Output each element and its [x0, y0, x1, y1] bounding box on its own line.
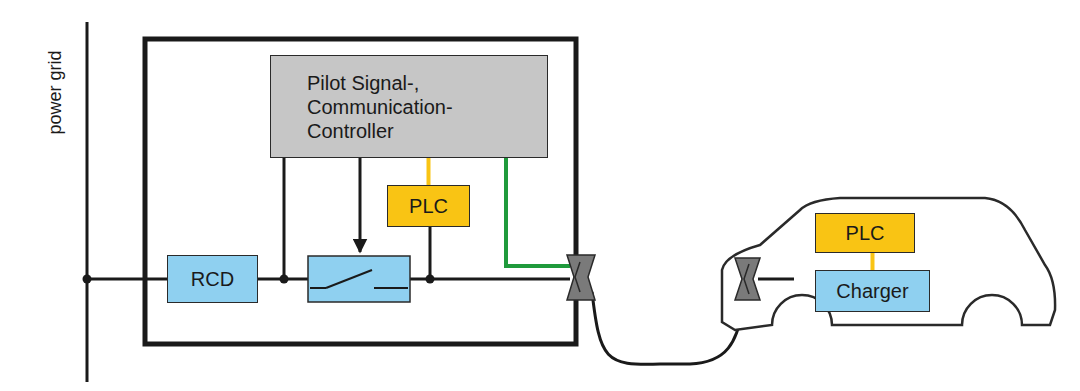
rcd-box: RCD: [167, 255, 258, 303]
car-inlet: [735, 258, 760, 300]
box-text: RCD: [191, 267, 234, 291]
plc-modem-box: PLC: [387, 185, 470, 227]
pilot-wire: [506, 158, 570, 266]
rotated-label: power grid: [44, 50, 65, 134]
car-inlet-wire: [758, 278, 794, 281]
box-text: Charger: [836, 279, 908, 303]
junction-dot: [83, 275, 92, 284]
controller-box: Pilot Signal-, Communication- Controller: [270, 55, 548, 158]
plc-modem-box: PLC: [815, 213, 915, 253]
box-text: PLC: [409, 194, 448, 218]
box-text: Pilot Signal-, Communication- Controller: [307, 71, 479, 143]
controller-sense-wire: [283, 158, 286, 279]
car-body: [722, 198, 1055, 330]
box-text: PLC: [846, 221, 885, 245]
control-arrow: [359, 158, 362, 252]
connector-wire: [871, 253, 875, 270]
charger-box: Charger: [815, 270, 930, 312]
station-housing: [145, 39, 576, 344]
junction-dot: [280, 275, 289, 284]
connector-wire: [427, 158, 431, 185]
contactor-symbol: [308, 256, 410, 302]
plc-coupling-wire: [429, 226, 432, 279]
station-socket: [567, 255, 595, 300]
grid-busbar: [86, 22, 89, 382]
junction-dot: [426, 275, 435, 284]
